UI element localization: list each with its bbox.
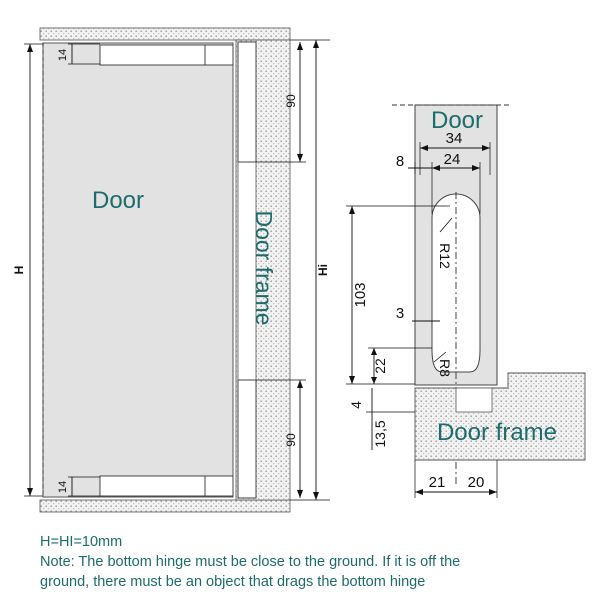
dim-bottom-hinge-arrow-top (297, 380, 303, 388)
dim-103-arrow-bottom (349, 376, 355, 384)
dim-4-label: 4 (348, 401, 364, 409)
dim-top-hinge-arrow-bottom (297, 154, 303, 162)
dim-top-gap-label: 14 (57, 49, 69, 61)
dim-inner-height-label: Hi (316, 264, 330, 276)
door-label-right: Door (431, 107, 483, 134)
dim-inner-height-arrow-bottom (313, 492, 319, 500)
dim-24-arrow-left (432, 165, 440, 171)
dim-34-label: 34 (446, 130, 463, 147)
bottom-hinge-frame-part (237, 379, 257, 499)
dim-inner-height-arrow-top (313, 40, 319, 48)
dim-height-arrow-top (27, 44, 33, 52)
frame-bottom-band (39, 499, 291, 513)
dim-height-label: H (12, 266, 26, 275)
dim-103-label: 103 (352, 282, 369, 307)
dim-20-label: 20 (468, 474, 485, 491)
section-frame-block (414, 372, 586, 461)
dim-34-arrow-right (482, 145, 490, 151)
dim-21-label: 21 (429, 474, 446, 491)
door-label-left: Door (92, 187, 144, 214)
dim-bottom-gap-label: 14 (57, 481, 69, 493)
dim-bottom-hinge-arrow-bottom (297, 490, 303, 498)
dim-height-arrow-bottom (27, 488, 33, 496)
dim-34-arrow-left (420, 145, 428, 151)
dim-13-5-label: 13,5 (372, 420, 388, 447)
dim-103-arrow-top (349, 206, 355, 214)
dim-8-label: 8 (396, 153, 404, 170)
door-panel (42, 42, 234, 498)
dim-3-label: 3 (396, 305, 404, 322)
top-hinge-plate (99, 44, 234, 66)
dim-22-label: 22 (372, 358, 388, 374)
note-line-3: ground, there must be an object that dra… (40, 574, 426, 590)
dim-21-arrow-left (415, 489, 423, 495)
dim-r8-label: R8 (437, 359, 453, 377)
dim-r12-leader (439, 217, 453, 233)
section-frame-pocket (455, 387, 493, 413)
note-line-2: Note: The bottom hinge must be close to … (40, 554, 461, 570)
bottom-hinge-plate (99, 475, 234, 497)
dim-top-hinge-label: 90 (284, 94, 298, 108)
dim-r8-leader (433, 351, 447, 363)
note-line-1: H=HI=10mm (40, 534, 123, 550)
dim-24-label: 24 (444, 151, 461, 168)
door-frame-label-right: Door frame (437, 419, 557, 446)
dim-24-arrow-right (472, 165, 480, 171)
dim-22-arrow-bottom (371, 377, 377, 384)
top-hinge-frame-part (237, 41, 257, 163)
door-frame-label-left: Door frame (251, 210, 277, 325)
frame-top-band (39, 27, 291, 41)
dim-22-arrow-top (371, 348, 377, 355)
dim-bottom-hinge-label: 90 (284, 433, 298, 447)
dim-top-hinge-arrow-top (297, 42, 303, 50)
dim-20-arrow-right (489, 489, 497, 495)
dim-r12-label: R12 (437, 243, 453, 269)
